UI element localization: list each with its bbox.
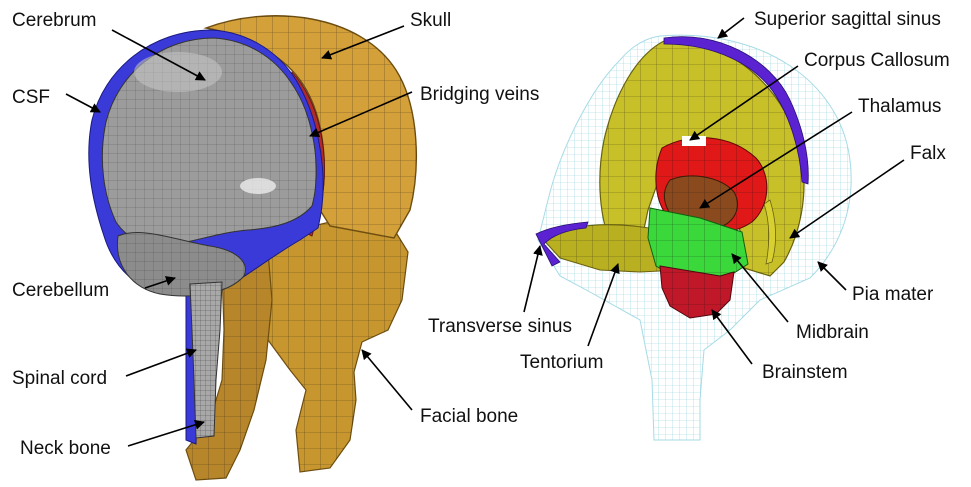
left-head-model xyxy=(89,16,417,480)
label-spinal-cord: Spinal cord xyxy=(12,368,107,389)
label-neck-bone: Neck bone xyxy=(20,438,111,459)
label-cerebrum: Cerebrum xyxy=(12,10,96,31)
csf-leader xyxy=(66,94,100,112)
label-cerebellum: Cerebellum xyxy=(12,280,109,301)
label-midbrain: Midbrain xyxy=(796,322,869,343)
label-tentorium: Tentorium xyxy=(520,352,603,373)
label-pia-mater: Pia mater xyxy=(852,284,934,305)
label-superior-sagittal-sinus: Superior sagittal sinus xyxy=(754,9,941,30)
pia-mater-leader xyxy=(818,262,846,290)
label-bridging-veins: Bridging veins xyxy=(420,84,539,105)
label-brainstem: Brainstem xyxy=(762,362,848,383)
superior-sagittal-sinus-leader xyxy=(718,18,744,38)
label-skull: Skull xyxy=(410,10,451,31)
label-facial-bone: Facial bone xyxy=(420,406,518,427)
label-thalamus: Thalamus xyxy=(858,96,941,117)
label-csf: CSF xyxy=(12,87,50,108)
label-falx: Falx xyxy=(910,143,946,164)
label-transverse-sinus: Transverse sinus xyxy=(428,316,572,337)
facial-bone-leader xyxy=(362,350,412,410)
label-corpus-callosum: Corpus Callosum xyxy=(804,50,950,71)
transverse-sinus-leader xyxy=(524,246,540,312)
